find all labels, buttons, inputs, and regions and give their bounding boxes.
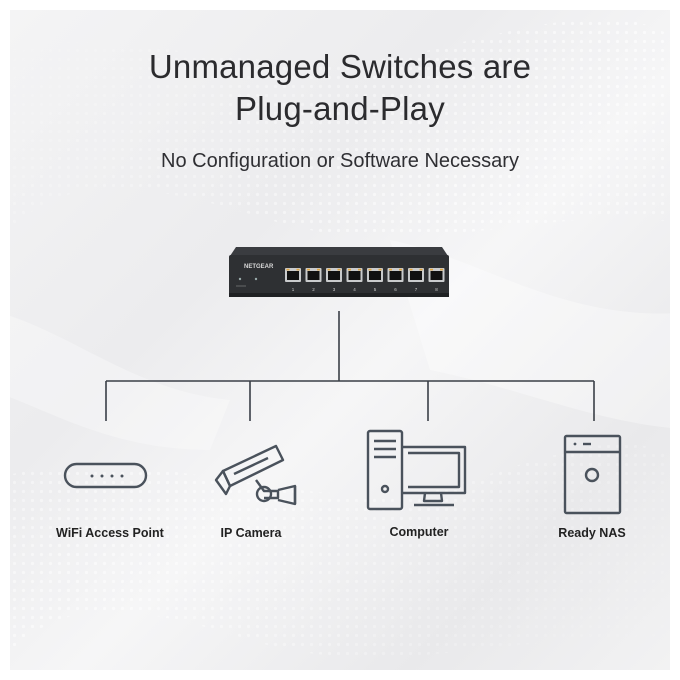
switch-port: 5 [367, 268, 383, 292]
switch-port-number: 5 [374, 287, 377, 292]
switch-port: 1 [285, 268, 301, 292]
title-line-1: Unmanaged Switches are [148, 48, 532, 85]
device-label-ready-nas: Ready NAS [558, 526, 626, 540]
switch-port-number: 7 [415, 287, 418, 292]
switch-port-number: 2 [312, 287, 315, 292]
device-label-ip-camera: IP Camera [220, 526, 282, 540]
computer-icon [366, 429, 467, 511]
switch-port: 7 [408, 268, 424, 292]
switch-port: 4 [346, 268, 363, 292]
switch-port-number: 4 [353, 287, 356, 292]
switch-port: 8 [428, 268, 445, 292]
device-label-computer: Computer [389, 525, 449, 539]
switch-port: 6 [387, 268, 404, 292]
page-subtitle: No Configuration or Software Necessary [161, 150, 519, 172]
switch-brand-label: NETGEAR [244, 264, 274, 270]
background-wave-pattern [10, 18, 670, 658]
switch-port: 3 [326, 268, 342, 292]
nas-icon [563, 434, 622, 515]
switch-port-number: 8 [435, 287, 438, 292]
switch-ports: 1 2 3 4 5 6 7 8 [285, 268, 445, 292]
switch-port-number: 1 [292, 287, 295, 292]
page-title: Unmanaged Switches are Plug-and-Play [0, 46, 680, 130]
wifi-access-point-icon [63, 462, 148, 489]
ip-camera-icon [214, 444, 297, 506]
title-line-2: Plug-and-Play [235, 90, 445, 127]
netgear-switch: NETGEAR 1 2 3 4 5 6 7 8 [229, 247, 449, 297]
background-panel [10, 10, 670, 670]
connector-lines [105, 311, 595, 421]
switch-port-number: 3 [333, 287, 336, 292]
switch-port: 2 [305, 268, 322, 292]
switch-port-number: 6 [394, 287, 397, 292]
device-label-wifi-access-point: WiFi Access Point [56, 526, 164, 540]
